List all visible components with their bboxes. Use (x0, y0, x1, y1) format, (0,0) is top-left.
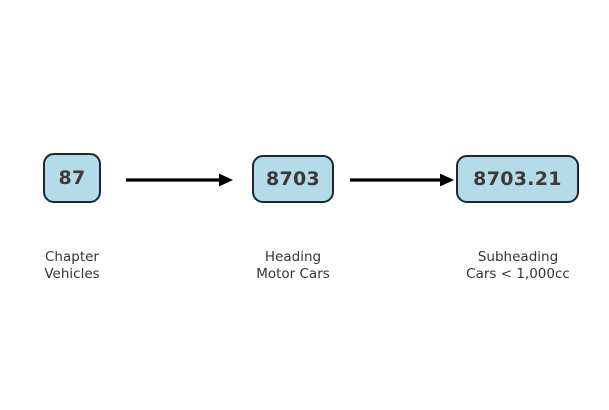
code-box-subheading[interactable]: 8703.21 (456, 155, 579, 203)
caption-heading: Heading Motor Cars (233, 249, 353, 283)
code-box-chapter-label: 87 (58, 166, 86, 189)
caption-subheading-line-2: Cars < 1,000cc (466, 266, 570, 282)
caption-heading-line-2: Motor Cars (256, 266, 330, 282)
arrow-right-icon (350, 173, 454, 187)
code-box-chapter[interactable]: 87 (43, 153, 101, 203)
code-box-heading-label: 8703 (265, 167, 321, 190)
code-box-subheading-label: 8703.21 (473, 167, 562, 190)
arrow-chapter-to-heading (125, 168, 235, 192)
caption-subheading-line-1: Subheading (477, 249, 559, 265)
caption-chapter-line-1: Chapter (45, 249, 99, 265)
code-box-heading[interactable]: 8703 (252, 155, 334, 203)
caption-heading-line-1: Heading (264, 249, 322, 265)
arrow-heading-to-subheading (349, 168, 457, 192)
caption-chapter-line-2: Vehicles (44, 266, 100, 282)
caption-subheading: Subheading Cars < 1,000cc (433, 249, 603, 283)
arrow-right-icon (126, 173, 233, 187)
caption-chapter: Chapter Vehicles (12, 249, 132, 283)
